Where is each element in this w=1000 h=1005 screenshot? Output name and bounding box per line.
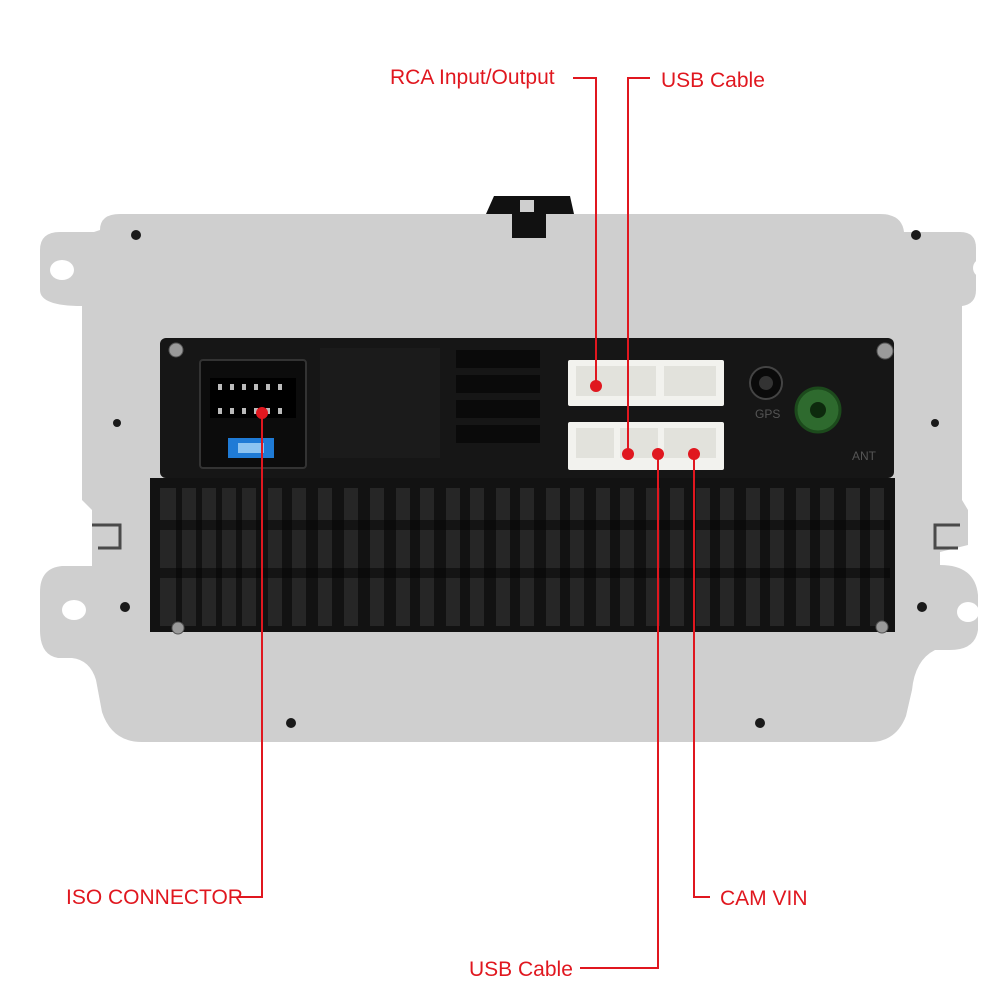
mount-hole-icon — [50, 260, 74, 280]
callout-dot-icon — [256, 407, 268, 419]
connector-blocks — [568, 360, 724, 470]
mount-hole-icon — [62, 600, 86, 620]
callout-usb-top-label: USB Cable — [661, 69, 765, 92]
callout-dots — [256, 380, 700, 460]
iso-connector — [199, 359, 307, 469]
gps-marking: GPS — [755, 407, 780, 421]
callout-dot-icon — [622, 448, 634, 460]
ant-marking: ANT — [852, 449, 877, 463]
callout-usb-bottom-label: USB Cable — [469, 958, 573, 981]
callout-dot-icon — [688, 448, 700, 460]
gps-port: GPS — [749, 366, 783, 421]
leader-lines — [238, 77, 710, 969]
antenna-port: ANT — [794, 386, 877, 463]
top-latch — [486, 196, 574, 238]
callout-dot-icon — [590, 380, 602, 392]
callout-rca-label: RCA Input/Output — [390, 66, 555, 89]
mount-hole-icon — [973, 258, 995, 278]
mount-hole-icon — [957, 602, 979, 622]
callout-cam-label: CAM VIN — [720, 887, 808, 910]
callout-iso-label: ISO CONNECTOR — [66, 886, 243, 909]
callout-dot-icon — [652, 448, 664, 460]
